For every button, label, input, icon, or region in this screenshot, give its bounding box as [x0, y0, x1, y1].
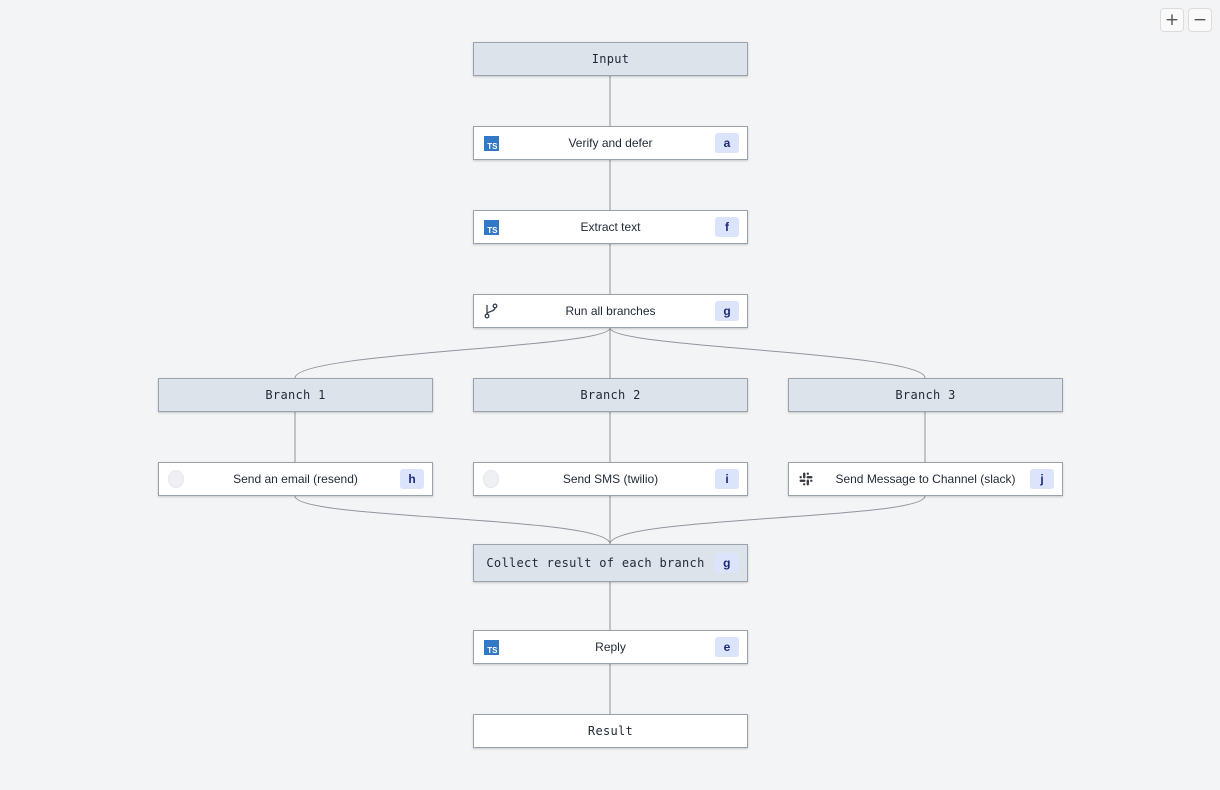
edge-slack-collect: [609, 495, 926, 545]
send-sms-node[interactable]: Send SMS (twilio) i: [473, 462, 748, 496]
branch-2-label: Branch 2: [580, 388, 641, 402]
slack-icon: [798, 471, 814, 487]
run-all-branches-node[interactable]: Run all branches g: [473, 294, 748, 328]
edge-run-branch1: [294, 327, 611, 379]
input-node[interactable]: Input: [473, 42, 748, 76]
step-id-badge: e: [715, 637, 739, 657]
send-slack-message-label: Send Message to Channel (slack): [835, 472, 1016, 486]
branch-1-node[interactable]: Branch 1: [158, 378, 433, 412]
typescript-icon: TS: [483, 135, 499, 151]
reply-node[interactable]: TS Reply e: [473, 630, 748, 664]
resend-icon: [168, 470, 184, 488]
typescript-icon: TS: [483, 639, 499, 655]
send-email-node[interactable]: Send an email (resend) h: [158, 462, 433, 496]
extract-text-node[interactable]: TS Extract text f: [473, 210, 748, 244]
extract-text-label: Extract text: [580, 220, 641, 234]
send-sms-label: Send SMS (twilio): [562, 472, 659, 486]
branch-3-label: Branch 3: [895, 388, 956, 402]
reply-label: Reply: [595, 640, 626, 654]
step-id-badge: i: [715, 469, 739, 489]
result-node-label: Result: [587, 724, 634, 738]
edge-email-collect: [294, 495, 611, 545]
collect-results-node[interactable]: Collect result of each branch g: [473, 544, 748, 582]
step-id-badge: h: [400, 469, 424, 489]
step-id-badge: j: [1030, 469, 1054, 489]
verify-and-defer-label: Verify and defer: [568, 136, 653, 150]
branch-3-node[interactable]: Branch 3: [788, 378, 1063, 412]
collect-results-label: Collect result of each branch: [486, 556, 705, 570]
branch-2-node[interactable]: Branch 2: [473, 378, 748, 412]
step-id-badge: g: [715, 553, 739, 573]
zoom-in-button[interactable]: +: [1160, 8, 1184, 32]
branch-icon: [483, 303, 499, 319]
twilio-icon: [483, 470, 499, 488]
branch-1-label: Branch 1: [265, 388, 326, 402]
zoom-out-button[interactable]: −: [1188, 8, 1212, 32]
send-email-label: Send an email (resend): [233, 472, 358, 486]
step-id-badge: f: [715, 217, 739, 237]
step-id-badge: a: [715, 133, 739, 153]
typescript-icon: TS: [483, 219, 499, 235]
edge-run-branch3: [609, 327, 926, 379]
run-all-branches-label: Run all branches: [565, 304, 656, 318]
step-id-badge: g: [715, 301, 739, 321]
verify-and-defer-node[interactable]: TS Verify and defer a: [473, 126, 748, 160]
send-slack-message-node[interactable]: Send Message to Channel (slack) j: [788, 462, 1063, 496]
result-node[interactable]: Result: [473, 714, 748, 748]
input-node-label: Input: [591, 52, 630, 66]
